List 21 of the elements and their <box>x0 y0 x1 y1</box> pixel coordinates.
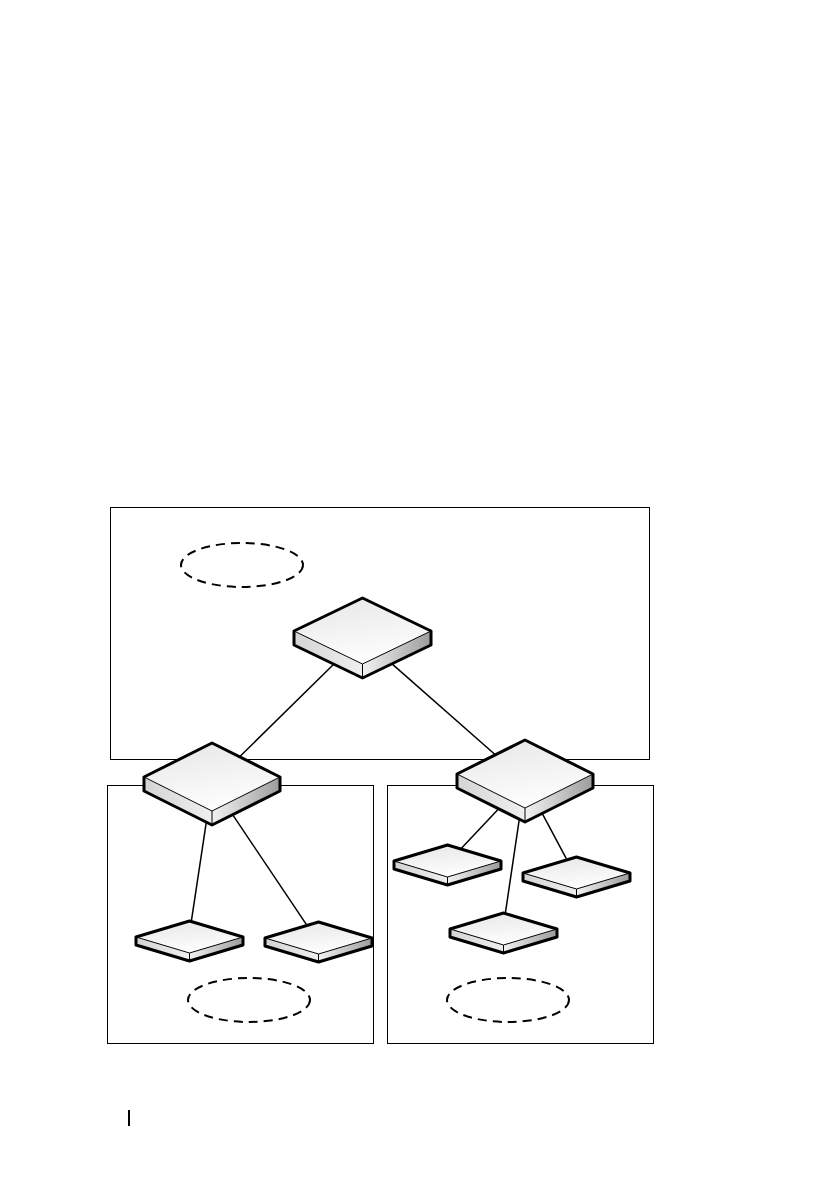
network-switch-icon <box>136 921 243 961</box>
dashed-ellipse <box>446 977 570 1023</box>
network-switch-icon <box>523 857 630 897</box>
network-switch-icon <box>265 922 372 962</box>
dashed-ellipse <box>180 542 304 588</box>
area-box <box>387 785 654 1044</box>
network-switch-icon <box>457 740 593 822</box>
connector-line <box>504 818 521 914</box>
area-box <box>110 507 650 760</box>
network-switch-icon <box>394 845 501 885</box>
dashed-ellipse <box>187 977 311 1023</box>
network-switch-icon <box>144 743 280 825</box>
area-box <box>107 785 374 1044</box>
connector-line <box>231 813 308 926</box>
connector-line <box>460 808 500 850</box>
network-switch-icon <box>294 598 431 678</box>
connector-line <box>238 663 335 758</box>
network-switch-icon <box>450 913 557 953</box>
connector-line <box>390 662 497 756</box>
connector-line <box>190 821 208 922</box>
connector-line <box>541 812 568 860</box>
